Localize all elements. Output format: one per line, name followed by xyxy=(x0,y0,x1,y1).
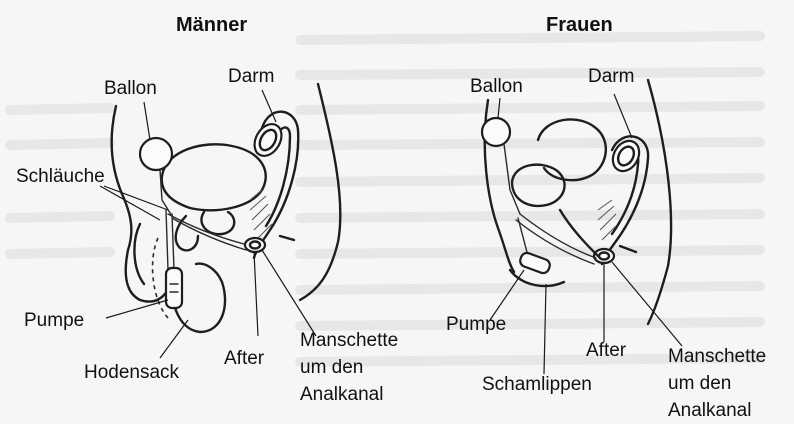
label-anus-men: After xyxy=(224,348,264,370)
label-scrotum-men: Hodensack xyxy=(84,362,179,384)
label-balloon-men: Ballon xyxy=(104,78,157,100)
label-cuff-men-line2: um den xyxy=(300,357,363,379)
label-pump-women: Pumpe xyxy=(446,314,506,336)
female-pelvis-drawing xyxy=(482,80,682,374)
label-bowel-women: Darm xyxy=(588,66,634,88)
label-cuff-men-line1: Manschette xyxy=(300,330,398,352)
label-cuff-women-line3: Analkanal xyxy=(668,400,751,422)
label-anus-women: After xyxy=(586,340,626,362)
label-tubes-men: Schläuche xyxy=(16,166,105,188)
male-pelvis-drawing xyxy=(100,84,340,358)
label-balloon-women: Ballon xyxy=(470,76,523,98)
label-labia-women: Schamlippen xyxy=(482,374,592,396)
label-cuff-women-line1: Manschette xyxy=(668,346,766,368)
panel-title-women: Frauen xyxy=(546,14,613,36)
label-cuff-men-line3: Analkanal xyxy=(300,384,383,406)
label-bowel-men: Darm xyxy=(228,66,274,88)
label-pump-men: Pumpe xyxy=(24,310,84,332)
panel-title-men: Männer xyxy=(176,14,247,36)
label-cuff-women-line2: um den xyxy=(668,373,731,395)
